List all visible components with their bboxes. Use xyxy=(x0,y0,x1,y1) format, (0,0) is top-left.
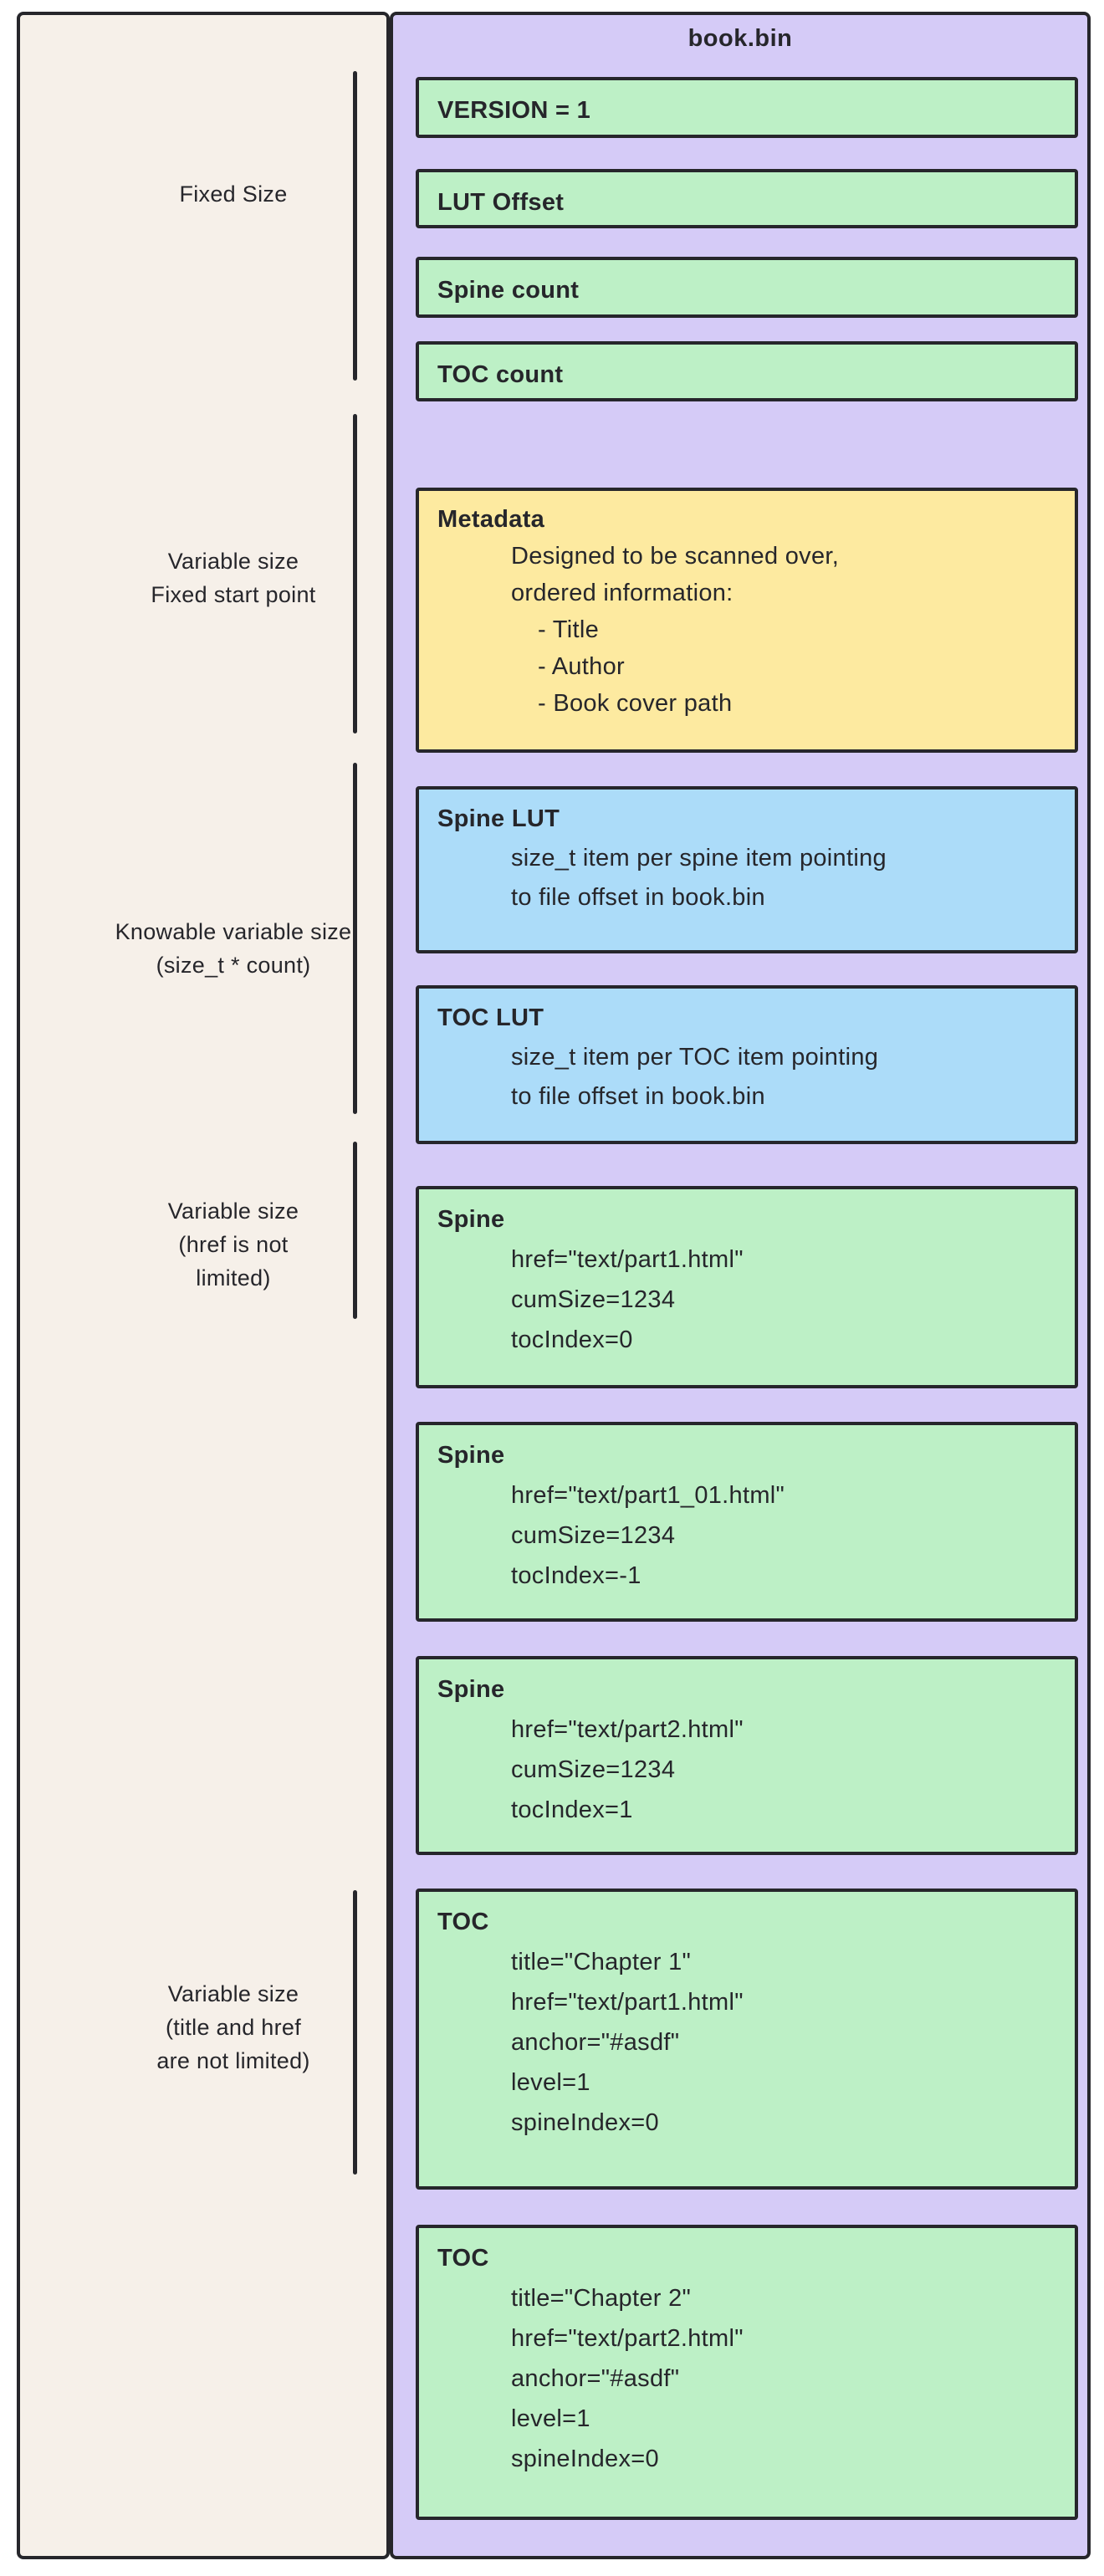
label-line: Knowable variable size xyxy=(115,919,352,944)
box-title: TOC count xyxy=(437,361,564,388)
box-title: VERSION = 1 xyxy=(437,97,591,124)
bracket-variable-title-href xyxy=(353,1890,357,2175)
label-variable-title-href: Variable size (title and href are not li… xyxy=(66,1977,401,2078)
box-line: cumSize=1234 xyxy=(511,1522,676,1549)
label-line: Fixed Size xyxy=(179,181,288,207)
bracket-variable-fixed-start xyxy=(353,414,357,733)
box-line: anchor="#asdf" xyxy=(511,2365,680,2392)
block-toc-lut: TOC LUT size_t item per TOC item pointin… xyxy=(416,985,1078,1144)
box-title: TOC LUT xyxy=(437,1004,544,1031)
box-title: TOC xyxy=(437,2245,489,2272)
box-line: cumSize=1234 xyxy=(511,1756,676,1783)
box-line: size_t item per spine item pointing xyxy=(511,845,887,871)
box-title: Spine xyxy=(437,1206,505,1233)
label-fixed-size: Fixed Size xyxy=(66,177,401,211)
block-spine-1: Spine href="text/part1.html" cumSize=123… xyxy=(416,1186,1078,1388)
box-line: cumSize=1234 xyxy=(511,1286,676,1313)
label-variable-href: Variable size (href is not limited) xyxy=(66,1194,401,1295)
block-spine-3: Spine href="text/part2.html" cumSize=123… xyxy=(416,1656,1078,1855)
box-line: title="Chapter 1" xyxy=(511,1949,692,1975)
box-line: - Book cover path xyxy=(538,690,733,717)
box-title: TOC xyxy=(437,1909,489,1935)
box-line: size_t item per TOC item pointing xyxy=(511,1044,879,1071)
label-line: Fixed start point xyxy=(151,582,316,607)
book-bin-container: book.bin VERSION = 1 LUT Offset Spine co… xyxy=(390,12,1091,2559)
label-line: (href is not xyxy=(178,1232,289,1257)
box-line: tocIndex=-1 xyxy=(511,1562,641,1589)
box-line: ordered information: xyxy=(511,580,733,606)
block-spine-lut: Spine LUT size_t item per spine item poi… xyxy=(416,786,1078,953)
box-title: LUT Offset xyxy=(437,189,565,216)
box-line: to file offset in book.bin xyxy=(511,884,765,911)
label-line: Variable size xyxy=(167,1981,299,2006)
box-line: tocIndex=1 xyxy=(511,1797,633,1823)
box-line: - Author xyxy=(538,653,625,680)
label-line: (size_t * count) xyxy=(156,953,311,978)
box-title: Spine xyxy=(437,1442,505,1469)
box-line: level=1 xyxy=(511,2069,590,2096)
box-line: title="Chapter 2" xyxy=(511,2285,692,2312)
size-annotations-panel: Fixed Size Variable size Fixed start poi… xyxy=(17,12,390,2559)
box-line: to file offset in book.bin xyxy=(511,1083,765,1110)
field-box-lut-offset: LUT Offset xyxy=(416,169,1078,228)
box-title: Metadata xyxy=(437,506,545,533)
box-line: level=1 xyxy=(511,2405,590,2432)
block-toc-1: TOC title="Chapter 1" href="text/part1.h… xyxy=(416,1889,1078,2190)
label-line: Variable size xyxy=(167,1199,299,1224)
box-line: anchor="#asdf" xyxy=(511,2029,680,2056)
label-line: Variable size xyxy=(167,549,299,574)
box-line: - Title xyxy=(538,616,599,643)
box-line: tocIndex=0 xyxy=(511,1326,633,1353)
box-title: Spine count xyxy=(437,277,580,304)
label-line: are not limited) xyxy=(156,2048,310,2073)
box-line: href="text/part1.html" xyxy=(511,1246,744,1273)
label-variable-fixed-start: Variable size Fixed start point xyxy=(66,544,401,611)
block-spine-2: Spine href="text/part1_01.html" cumSize=… xyxy=(416,1422,1078,1622)
box-line: href="text/part2.html" xyxy=(511,2325,744,2352)
box-line: spineIndex=0 xyxy=(511,2109,659,2136)
field-box-spine-count: Spine count xyxy=(416,257,1078,318)
bracket-variable-href xyxy=(353,1142,357,1319)
file-title: book.bin xyxy=(687,25,793,52)
box-line: href="text/part2.html" xyxy=(511,1716,744,1743)
block-metadata: Metadata Designed to be scanned over, or… xyxy=(416,488,1078,753)
field-box-toc-count: TOC count xyxy=(416,341,1078,401)
bracket-knowable-variable xyxy=(353,763,357,1114)
label-line: (title and href xyxy=(165,2015,302,2040)
box-line: href="text/part1_01.html" xyxy=(511,1482,785,1509)
label-knowable-variable: Knowable variable size (size_t * count) xyxy=(66,915,401,982)
box-line: href="text/part1.html" xyxy=(511,1989,744,2016)
box-line: spineIndex=0 xyxy=(511,2446,659,2472)
field-box-version: VERSION = 1 xyxy=(416,77,1078,138)
bracket-fixed-size xyxy=(353,71,357,381)
label-line: limited) xyxy=(196,1265,271,1291)
block-toc-2: TOC title="Chapter 2" href="text/part2.h… xyxy=(416,2225,1078,2520)
box-title: Spine xyxy=(437,1676,505,1703)
box-line: Designed to be scanned over, xyxy=(511,543,840,570)
box-title: Spine LUT xyxy=(437,805,560,832)
